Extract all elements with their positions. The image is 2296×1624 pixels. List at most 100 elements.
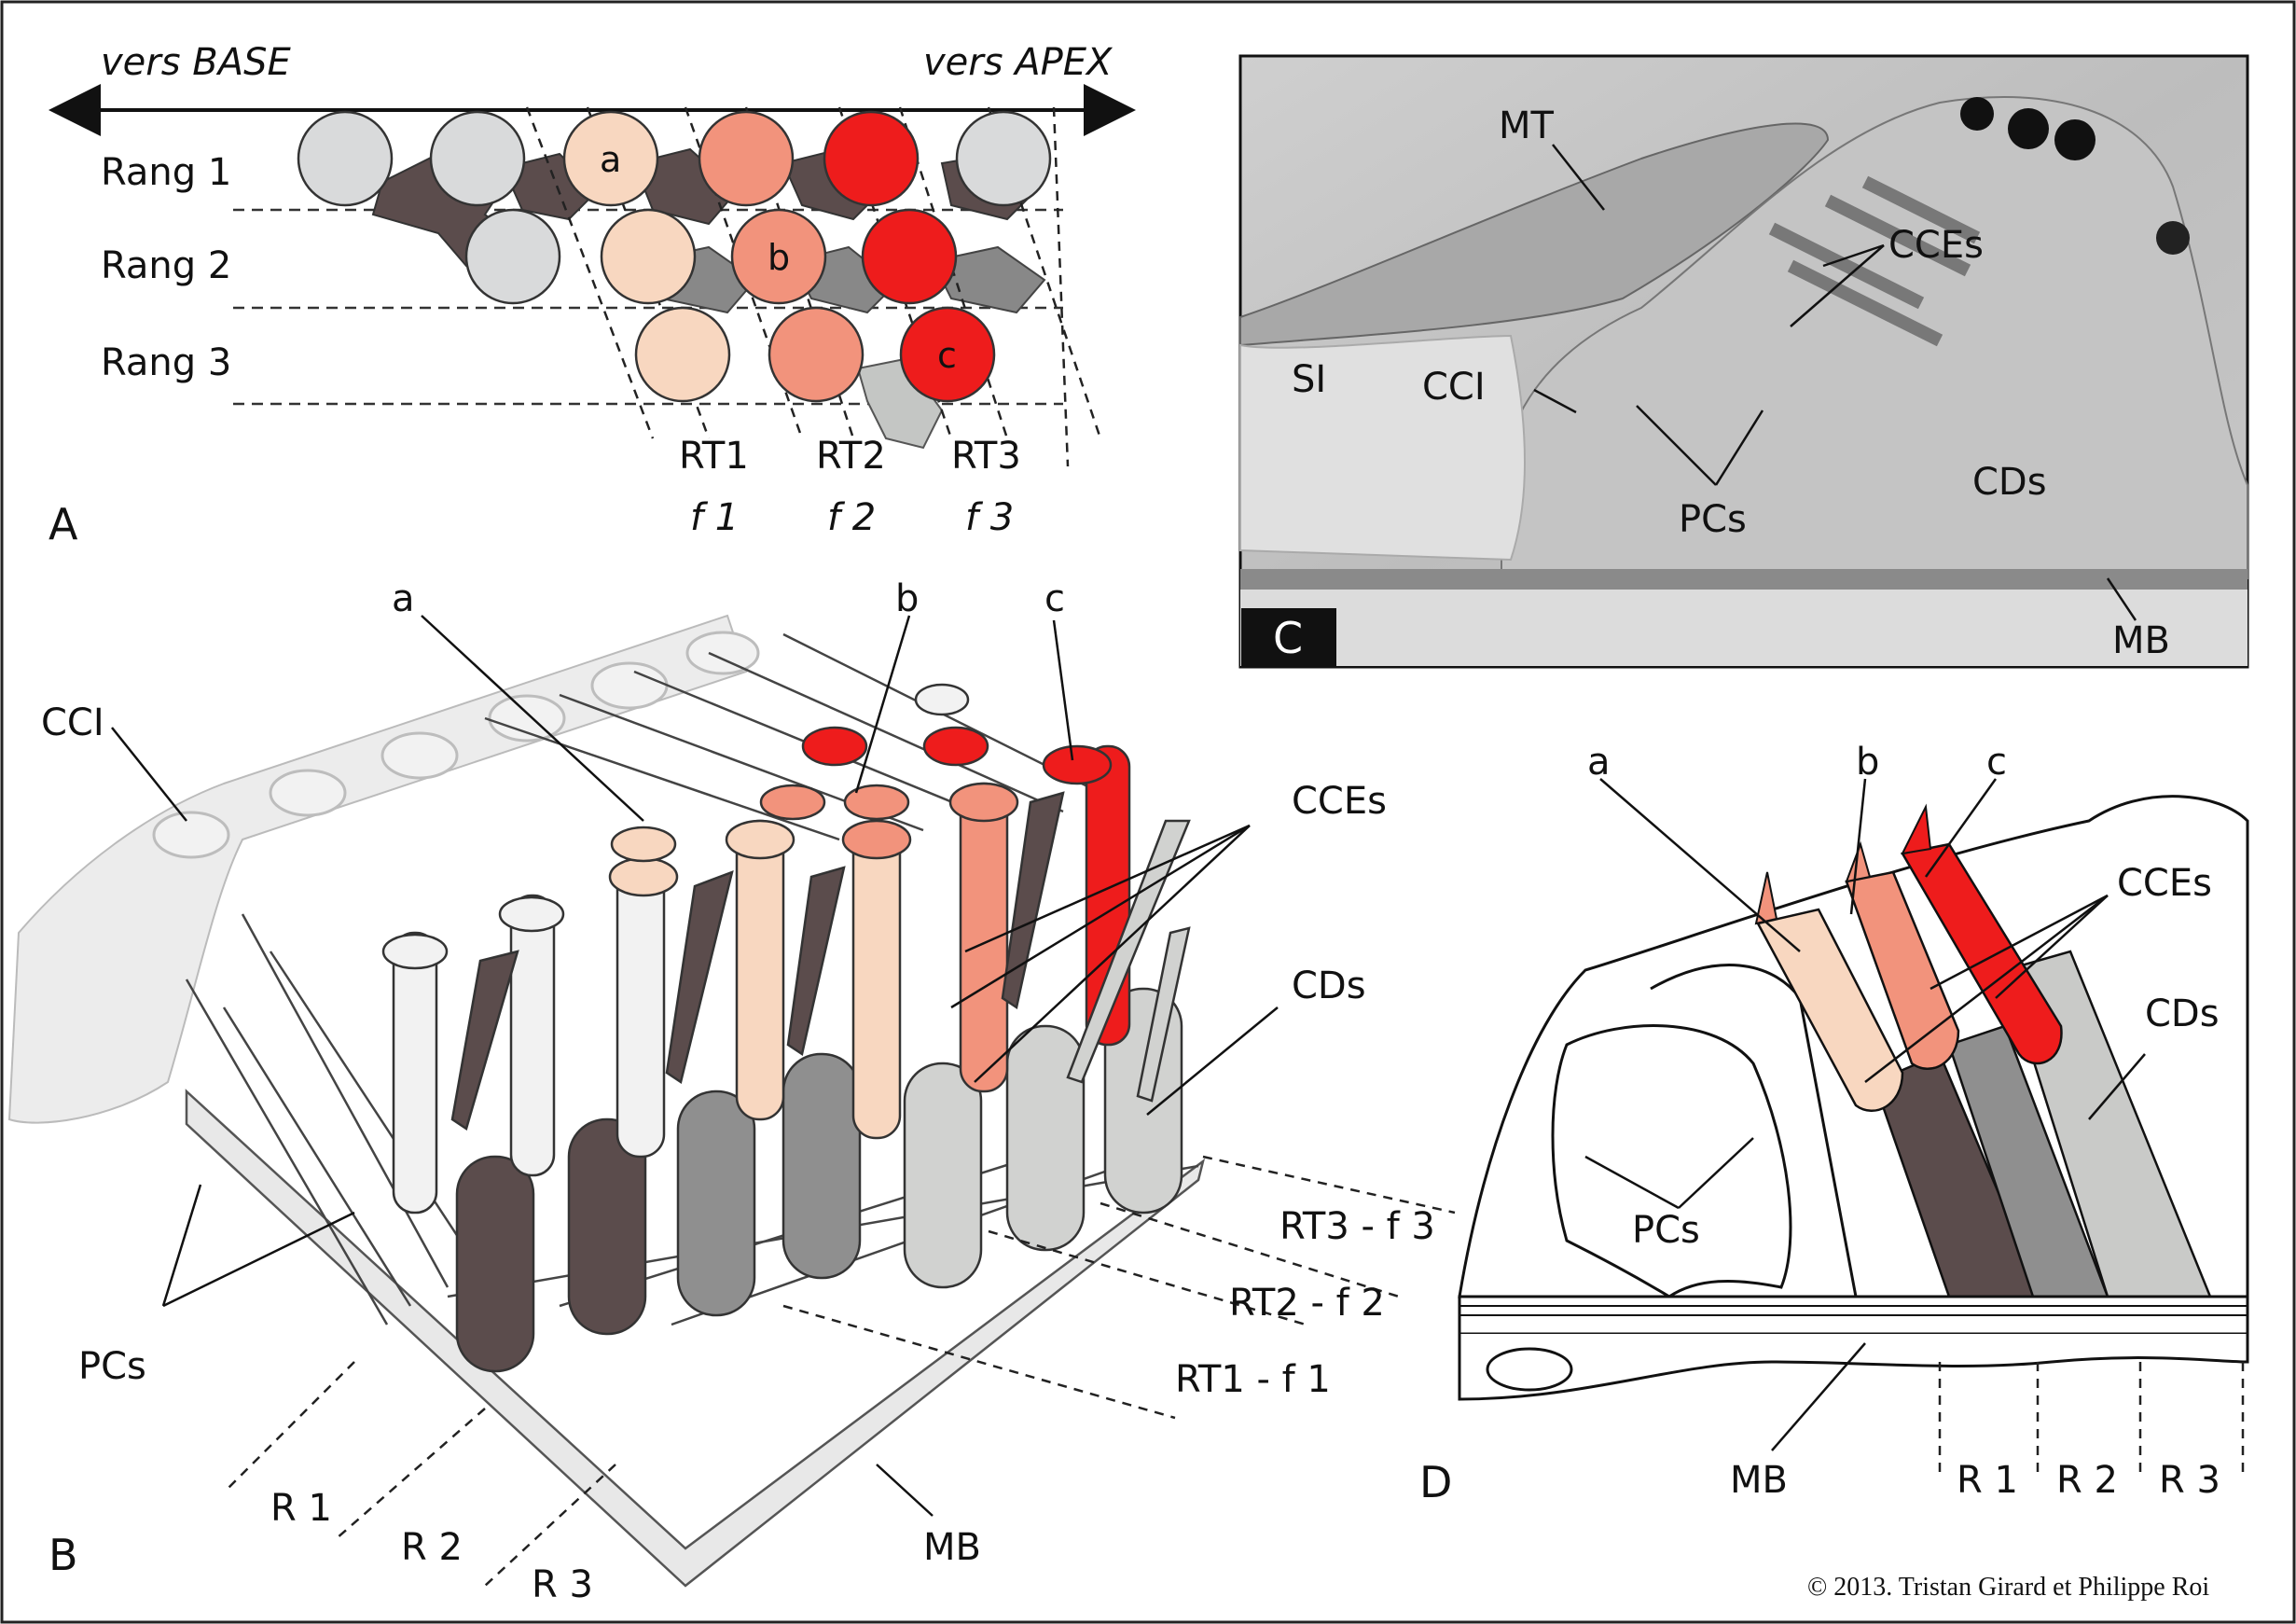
label-pcs-c: PCs <box>1679 498 1747 541</box>
vers-apex-label: vers APEX <box>923 41 1113 84</box>
panel-a: vers BASE vers APEX Rang 1 Rang 2 Rang 3 <box>48 41 1136 549</box>
nucleus-shape <box>2054 119 2095 160</box>
label-r1-b: R 1 <box>270 1487 332 1530</box>
hair-cell-circle <box>634 306 731 403</box>
label-c-b: c <box>1044 577 1065 620</box>
f1-label: f 1 <box>690 496 739 539</box>
vessel-shape <box>1486 1347 1573 1392</box>
label-mt: MT <box>1499 104 1555 147</box>
hair-cell-circle <box>955 110 1052 207</box>
label-c-d: c <box>1986 741 2007 784</box>
organ-tissue-shape <box>1499 96 2248 579</box>
nucleus-shape <box>2156 221 2190 255</box>
label-rt3-b: RT3 - f 3 <box>1279 1205 1435 1248</box>
rt1-label: RT1 <box>679 435 749 478</box>
label-cci-c: CCI <box>1422 366 1486 409</box>
columns-row-1 <box>455 987 1183 1373</box>
lower-tissue-d <box>1458 1334 2249 1401</box>
hair-cell-b-shape <box>1845 870 1960 1070</box>
hair-cell-c-shape <box>1901 842 2063 1065</box>
f3-label: f 3 <box>965 496 1014 539</box>
panel-b: CCI a b c CCEs CDs RT3 - f 3 RT2 - f 2 R… <box>7 577 1456 1606</box>
panel-d: a b c CCEs CDs PCs MB R 1 R 2 R 3 D <box>1419 741 2249 1507</box>
deiters-cell-shape <box>931 245 1046 314</box>
vers-base-label: vers BASE <box>101 41 291 84</box>
hair-cell-circle-a <box>562 110 659 207</box>
label-pcs-d: PCs <box>1632 1209 1700 1252</box>
cell-label-a: a <box>600 139 621 180</box>
stereocilia-tip <box>1901 803 1932 855</box>
phalangeal-processes <box>450 791 1191 1131</box>
label-r2-b: R 2 <box>401 1526 463 1569</box>
label-b-b: b <box>895 577 919 620</box>
panel-c: MT CCEs SI CCI PCs CDs MB C <box>1238 54 2249 669</box>
hair-cell-streaks <box>1768 175 1981 347</box>
panel-letter-b: B <box>48 1530 78 1580</box>
deiters-cell-shape <box>632 147 739 226</box>
cell-label-c: c <box>937 335 957 376</box>
hair-cell-circle <box>297 110 394 207</box>
label-a-b: a <box>392 577 415 620</box>
hair-cell-circle <box>600 208 697 305</box>
row-label-2: Rang 2 <box>101 244 231 287</box>
label-cds-b: CDs <box>1292 965 1366 1007</box>
hair-cell-circle <box>429 110 526 207</box>
stereocilia-tip <box>1845 840 1872 883</box>
leader-lines-c <box>1533 144 2137 621</box>
label-mb-b: MB <box>923 1526 981 1569</box>
label-rt1-b: RT1 - f 1 <box>1175 1358 1331 1401</box>
leader-lines-d <box>1584 778 2146 1451</box>
rt-indicator-lines-b <box>223 1155 1456 1587</box>
inner-cell-ridges <box>152 631 760 859</box>
panel-letter-c: C <box>1273 613 1303 663</box>
label-r2-d: R 2 <box>2056 1459 2118 1502</box>
nucleus-shape <box>1960 97 1994 131</box>
label-rt2-b: RT2 - f 2 <box>1229 1282 1385 1325</box>
label-cces-d: CCEs <box>2117 862 2212 905</box>
hair-cell-a-shape <box>1756 908 1904 1112</box>
label-cds-c: CDs <box>1972 461 2047 504</box>
hair-cell-circle <box>768 306 864 403</box>
label-a-d: a <box>1587 741 1611 784</box>
label-mb-d: MB <box>1730 1459 1788 1502</box>
nucleus-shape <box>2008 108 2049 149</box>
leader-lines-b <box>111 615 1279 1517</box>
label-cces-b: CCEs <box>1292 780 1387 823</box>
label-r1-d: R 1 <box>1957 1459 2018 1502</box>
label-b-d: b <box>1856 741 1879 784</box>
label-mb-c: MB <box>2112 619 2170 662</box>
panel-c-letter-box <box>1241 608 1336 666</box>
hair-cell-circle <box>861 208 958 305</box>
tectorial-membrane-shape <box>1239 122 1830 347</box>
panel-letter-a: A <box>48 499 78 549</box>
cuticular-plates <box>381 683 1113 970</box>
label-cds-d: CDs <box>2145 992 2220 1035</box>
label-cci-b: CCI <box>41 701 104 744</box>
pillar-cell-outline <box>1551 1024 1792 1298</box>
rt3-label: RT3 <box>951 435 1021 478</box>
hair-cell-circle <box>698 110 795 207</box>
label-si: SI <box>1292 358 1326 401</box>
copyright-text: © 2013. Tristan Girard et Philippe Roi <box>1807 1573 2209 1602</box>
hair-cell-circle-b <box>730 208 827 305</box>
lower-tissue <box>1240 590 2248 666</box>
row-dividers-d <box>1938 1362 2245 1478</box>
hair-cell-circle-c <box>899 306 996 403</box>
label-cces-c: CCEs <box>1888 224 1984 267</box>
f2-label: f 2 <box>827 496 876 539</box>
inner-cell-sketch <box>7 614 748 1124</box>
rt2-label: RT2 <box>816 435 886 478</box>
basilar-band <box>1240 569 2248 590</box>
row-label-1: Rang 1 <box>101 151 231 194</box>
basilar-plate <box>185 1089 1206 1588</box>
label-pcs-b: PCs <box>78 1345 146 1388</box>
spiral-limbus-shape <box>1239 334 1526 562</box>
cell-label-b: b <box>768 237 790 278</box>
hair-cell-circle <box>464 208 561 305</box>
label-r3-d: R 3 <box>2159 1459 2220 1502</box>
hair-cell-circle <box>823 110 920 207</box>
label-r3-b: R 3 <box>532 1563 593 1606</box>
row-label-3: Rang 3 <box>101 341 231 384</box>
